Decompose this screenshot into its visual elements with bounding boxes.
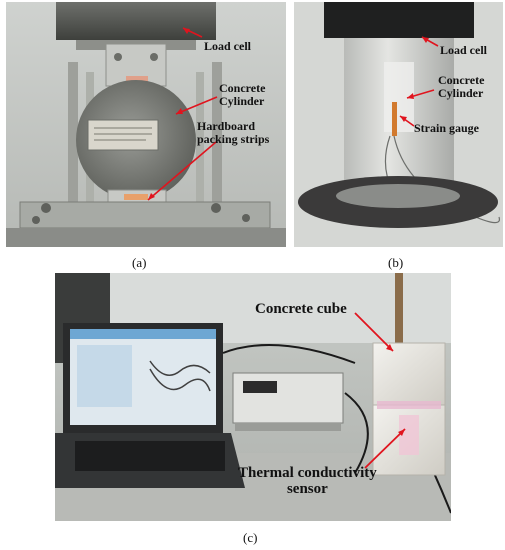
photo-b-illustration <box>294 2 503 247</box>
arrow-thermal-sensor-c <box>364 428 406 469</box>
label-load-cell-a: Load cell <box>204 39 251 53</box>
arrow-concrete-cube-c <box>354 312 394 352</box>
label-concrete-cylinder-a: Concrete Cylinder <box>219 81 266 108</box>
photo-c-illustration <box>55 273 451 521</box>
caption-a: (a) <box>132 255 147 270</box>
label-strain-gauge-b: Strain gauge <box>414 121 480 135</box>
photo-panel-b: Load cell Concrete Cylinder Strain gauge <box>294 2 503 247</box>
arrow-hardboard-a <box>147 141 217 201</box>
arrow-cylinder-a <box>175 96 218 115</box>
caption-b: (b) <box>388 255 404 270</box>
label-load-cell-b: Load cell <box>440 43 487 57</box>
label-concrete-cube-c: Concrete cube <box>255 301 347 317</box>
label-concrete-cylinder-b: Concrete Cylinder <box>438 73 485 100</box>
photo-a-illustration <box>6 2 286 247</box>
label-hardboard-a: Hardboard packing strips <box>197 119 270 146</box>
strain-gauge-strip <box>392 102 397 136</box>
photo-panel-c: Concrete cube Thermal conductivity senso… <box>55 273 451 521</box>
photo-panel-a: Load cell Concrete Cylinder Hardboard pa… <box>6 2 286 247</box>
label-thermal-sensor-c: Thermal conductivity sensor <box>238 465 377 497</box>
caption-c: (c) <box>243 530 258 545</box>
